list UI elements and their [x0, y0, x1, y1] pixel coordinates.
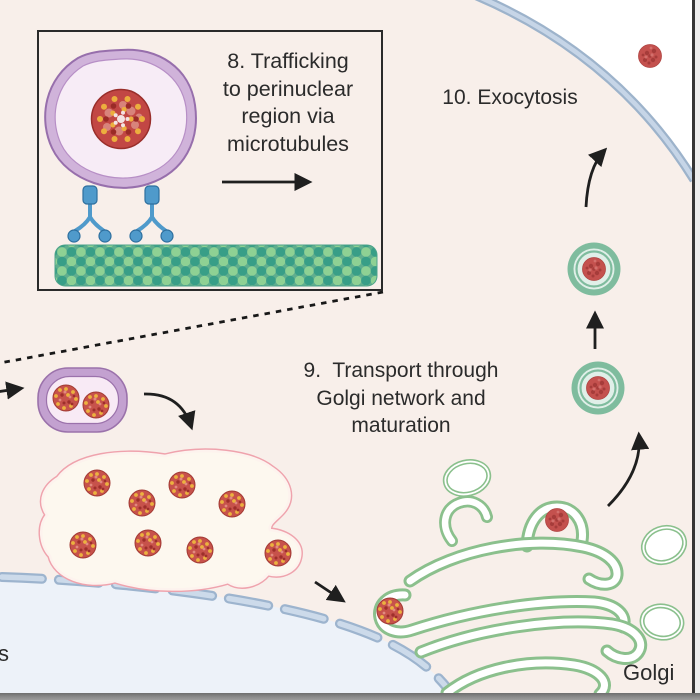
golgi-cisterna [414, 615, 648, 665]
virus-particle [82, 391, 110, 419]
virus-particle [134, 529, 162, 557]
golgi-cisterna [403, 536, 624, 591]
golgi-label-text: Golgi [623, 660, 675, 685]
viral-replication-compartment [41, 451, 300, 589]
golgi-vesicle-ring [639, 603, 685, 641]
golgi-apparatus [373, 459, 688, 700]
golgi-vesicle-ring [640, 524, 688, 566]
endosome-vesicle [37, 367, 128, 433]
inset-caption-line: to perinuclear [222, 76, 354, 101]
window-right-border [692, 0, 695, 700]
inset-frame [37, 30, 383, 291]
virus-particle [186, 536, 214, 564]
virus-particle [69, 531, 97, 559]
transport-vesicle [44, 48, 197, 189]
inset-caption-line: region via [241, 104, 335, 128]
virus-particle [545, 508, 569, 532]
virus-particle [264, 539, 292, 567]
inset-caption: 8. Trafficking to perinuclear region via… [198, 48, 378, 158]
inset-callout-dotted-line [0, 290, 384, 365]
window-right-gap [695, 0, 700, 700]
microtubule [54, 244, 378, 287]
virus-particle [83, 469, 111, 497]
golgi-cisterna [439, 495, 493, 547]
motor-protein [67, 185, 112, 243]
inset-caption-line: microtubules [227, 131, 349, 156]
clipped-edge-text-value: s [0, 641, 9, 666]
virus-particle [376, 597, 404, 625]
virus-particle [168, 471, 196, 499]
exocytosis-label: 10. Exocytosis [419, 84, 601, 112]
window-bottom-bar [0, 693, 700, 700]
secretory-vesicle [568, 243, 621, 296]
golgi-transport-line: maturation [351, 414, 451, 437]
arrow-icon [607, 431, 650, 507]
motor-protein [129, 185, 174, 243]
virus-particle [52, 384, 80, 412]
golgi-vesicle-ring [442, 459, 492, 497]
golgi-transport-line: 9. Transport through [303, 359, 499, 382]
virus-particle [128, 489, 156, 517]
golgi-cisterna [440, 656, 611, 700]
exocytosis-label-text: 10. Exocytosis [442, 86, 578, 109]
golgi-transport-label: 9. Transport through Golgi network and m… [275, 357, 527, 440]
virus-particle [218, 490, 246, 518]
golgi-label: Golgi [623, 659, 693, 687]
arrow-icon [314, 580, 346, 603]
arrow-icon [584, 147, 608, 208]
golgi-cisterna [520, 500, 589, 553]
inset-caption-line: 8. Trafficking [227, 49, 349, 73]
secretory-vesicle [572, 362, 625, 415]
golgi-transport-line: Golgi network and [316, 386, 486, 410]
plasma-membrane [474, 0, 698, 183]
virus-particle [638, 44, 662, 68]
inset-illustration [44, 48, 378, 287]
arrow-icon [0, 381, 25, 400]
clipped-edge-text: s [0, 640, 28, 668]
arrow-icon [143, 392, 196, 431]
